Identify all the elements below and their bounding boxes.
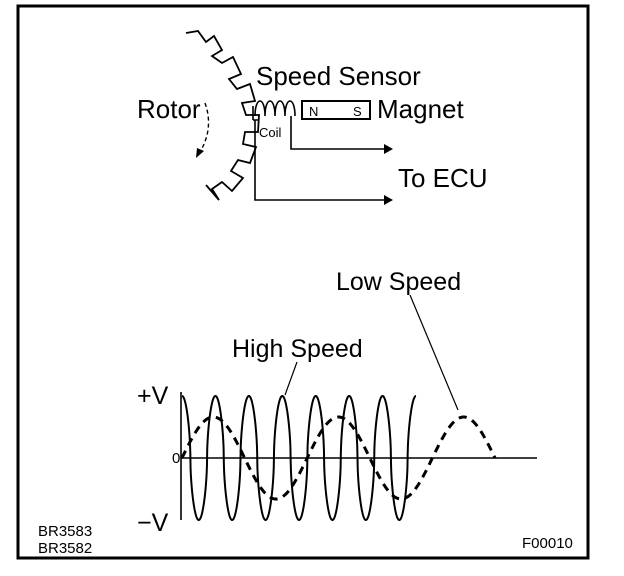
speed-sensor (252, 100, 371, 121)
high-speed-leader (284, 361, 298, 396)
minus-v-label: −V (137, 509, 169, 537)
magnet-box (301, 100, 371, 120)
magnet-n-label: N (309, 104, 318, 119)
figure-id: F00010 (522, 535, 573, 552)
ref-code-1: BR3583 (38, 523, 92, 540)
coil-label: Coil (259, 125, 282, 140)
figure-frame (16, 4, 590, 560)
speed-sensor-label: Speed Sensor (256, 61, 421, 91)
low-speed-label: Low Speed (336, 268, 461, 296)
low-speed-waveform (180, 415, 497, 501)
low-speed-leader (409, 294, 459, 411)
plus-v-label: +V (137, 382, 169, 410)
zero-label: 0 (172, 450, 180, 467)
waveform-plot (180, 294, 537, 522)
rotor (185, 30, 260, 201)
high-speed-waveform (181, 394, 417, 522)
rotation-arrowhead (196, 148, 204, 158)
lead-lower-arrow (384, 195, 393, 205)
rotation-arrow (199, 102, 210, 153)
rotor-teeth (185, 30, 260, 201)
coil-icon (254, 100, 296, 117)
high-speed-label: High Speed (232, 335, 363, 363)
rotor-label: Rotor (137, 94, 201, 124)
to-ecu-label: To ECU (398, 163, 488, 193)
magnet-label: Magnet (377, 94, 464, 124)
ref-code-2: BR3582 (38, 540, 92, 557)
magnet-s-label: S (353, 104, 362, 119)
lead-lower (254, 120, 384, 201)
lead-upper (290, 116, 384, 150)
ecu-leads (254, 116, 393, 205)
lead-upper-arrow (384, 144, 393, 154)
